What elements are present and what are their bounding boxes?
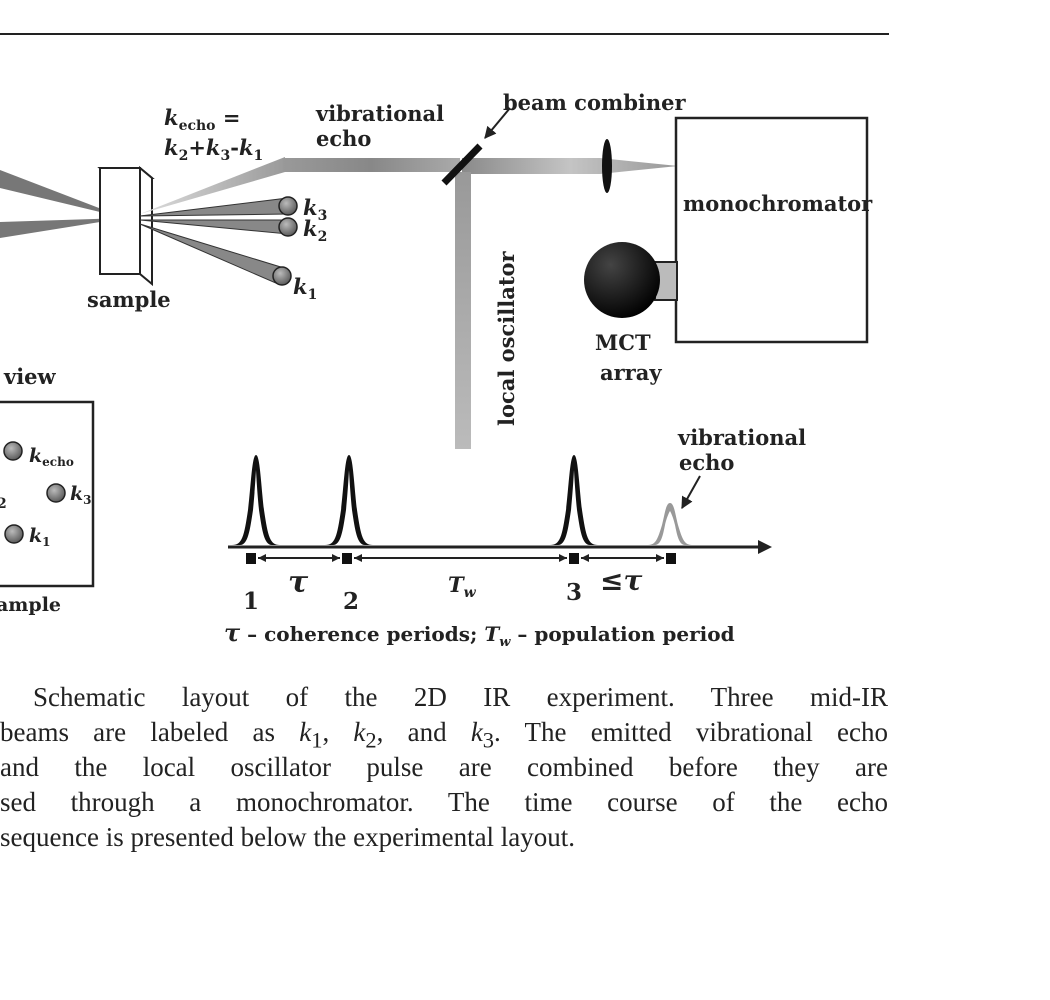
view-k3-dot — [46, 483, 66, 503]
beam-combiner-pointer — [484, 107, 511, 139]
k-echo-eq-line2: k2+k3-k1 — [164, 135, 263, 164]
pulse-3 — [550, 455, 598, 545]
tw-label: Tw — [448, 572, 477, 601]
monochromator-box — [674, 116, 869, 344]
k-echo-eq-line1: kecho = — [164, 105, 240, 134]
view-kecho-label: kecho — [29, 445, 74, 469]
view-k3-label: k3 — [70, 483, 92, 507]
mct-label-line1: MCT — [595, 330, 651, 355]
lens — [602, 139, 612, 193]
k1-label: k1 — [293, 274, 317, 303]
echo-beam — [283, 158, 460, 172]
monochromator-label: monochromator — [683, 191, 873, 216]
pulse-2 — [325, 455, 373, 545]
timeline — [228, 455, 772, 564]
echo-pointer — [681, 475, 701, 510]
pulse-number-1: 1 — [243, 588, 259, 615]
le-tau-label: ≤τ — [600, 564, 642, 597]
echo-pulse — [648, 503, 692, 545]
view-label: view — [3, 364, 57, 389]
mct-label-line2: array — [600, 360, 662, 385]
experiment-diagram: kecho = k2+k3-k1 vibrational echo beam c… — [0, 33, 889, 650]
k2-label: k2 — [303, 216, 327, 245]
local-oscillator-label: local oscillator — [494, 250, 519, 426]
caption-line-5: sequence is presented below the experime… — [0, 822, 576, 852]
pulse-1 — [232, 455, 280, 545]
timeline-echo-label-line1: vibrational — [677, 425, 806, 450]
local-oscillator-beam — [455, 172, 471, 449]
k3-label: k3 — [303, 195, 327, 224]
vibrational-echo-label-line1: vibrational — [315, 101, 444, 126]
caption-line-1: Schematic layout of the 2D IR experiment… — [33, 682, 888, 712]
combined-beam — [462, 158, 678, 174]
caption-line-3: and the local oscillator pulse are combi… — [0, 752, 888, 782]
beam-combiner-label: beam combiner — [503, 90, 686, 115]
k2-beam-end — [278, 217, 298, 237]
timeline-legend: τ – coherence periods; Tw – population p… — [224, 618, 735, 650]
k-echo-beam — [140, 157, 285, 214]
timeline-echo-label-line2: echo — [679, 450, 734, 475]
figure-caption: Schematic layout of the 2D IR experiment… — [0, 680, 888, 855]
pulse-number-2: 2 — [343, 588, 359, 615]
tau-label: τ — [288, 565, 309, 600]
view-k1-dot — [4, 524, 24, 544]
sample-label: sample — [87, 287, 171, 312]
view-kecho-dot — [3, 441, 23, 461]
caption-line-4: sed through a monochromator. The time co… — [0, 787, 888, 817]
pulse-number-3: 3 — [566, 579, 582, 606]
k1-beam-end — [272, 266, 292, 286]
k3-beam-end — [278, 196, 298, 216]
view-sample-partial-label: ample — [0, 594, 61, 616]
mct-detector — [584, 242, 678, 318]
view-k2-partial-label: 2 — [0, 496, 7, 512]
k1-beam — [139, 223, 285, 285]
incoming-beam-lower — [0, 218, 125, 238]
view-k1-label: k1 — [29, 525, 51, 549]
incoming-beam-upper — [0, 170, 125, 218]
beam-combiner-optic — [441, 143, 483, 186]
caption-line-2: beams are labeled as k1, k2, and k3. The… — [0, 717, 889, 753]
vibrational-echo-label-line2: echo — [316, 126, 371, 151]
